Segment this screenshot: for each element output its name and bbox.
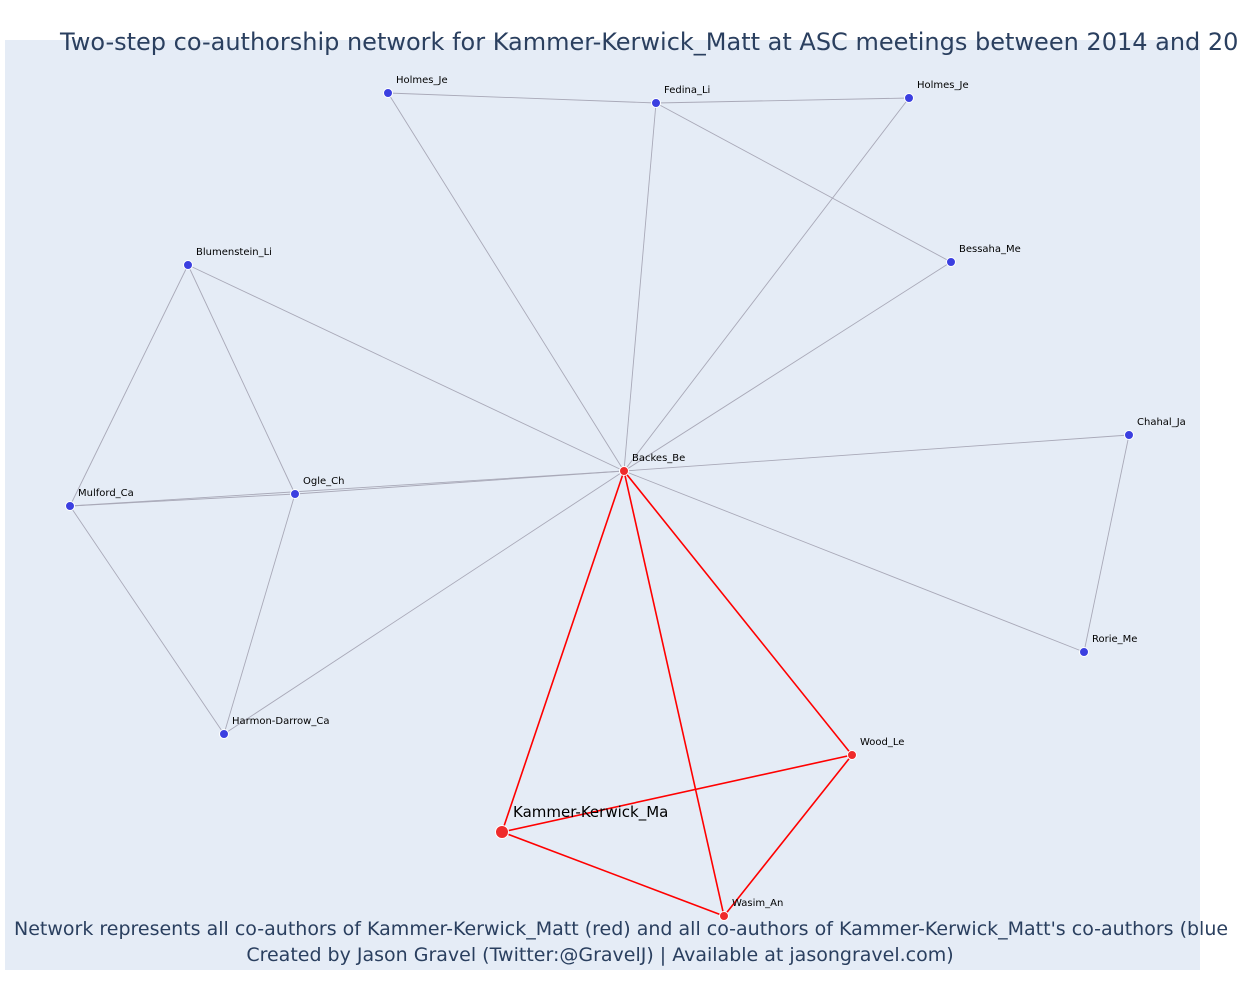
node-label-backes: Backes_Be: [632, 453, 685, 464]
edge-backes-wasim: [623, 470, 725, 917]
plot-background: [5, 40, 1200, 970]
node-marker-rorie[interactable]: [1079, 647, 1089, 657]
node-fedina[interactable]: Fedina_Li: [651, 85, 711, 108]
node-rorie[interactable]: Rorie_Me: [1079, 634, 1138, 657]
edge-fedina-bessaha: [655, 102, 952, 263]
node-wood[interactable]: Wood_Le: [847, 737, 905, 760]
node-harmon[interactable]: Harmon-Darrow_Ca: [219, 716, 330, 739]
node-marker-harmon[interactable]: [219, 729, 229, 739]
node-marker-wood[interactable]: [847, 750, 857, 760]
edge-chahal-rorie: [1083, 434, 1130, 653]
chart-title: Two-step co-authorship network for Kamme…: [60, 28, 1238, 56]
node-label-chahal: Chahal_Ja: [1137, 417, 1186, 428]
node-blumenstein[interactable]: Blumenstein_Li: [183, 247, 272, 270]
node-label-blumenstein: Blumenstein_Li: [196, 247, 272, 258]
node-label-holmes1: Holmes_Je: [396, 75, 448, 86]
edge-fedina-holmes2: [655, 97, 910, 104]
network-graph: Kammer-Kerwick_Ma Backes_BeWood_LeWasim_A…: [65, 75, 1186, 921]
node-marker-wasim[interactable]: [719, 911, 729, 921]
edge-kammer-backes: [501, 470, 625, 833]
node-marker-holmes1[interactable]: [383, 88, 393, 98]
edge-backes-bessaha: [623, 261, 952, 472]
node-marker-fedina[interactable]: [651, 98, 661, 108]
node-bessaha[interactable]: Bessaha_Me: [946, 244, 1021, 267]
node-marker-mulford[interactable]: [65, 501, 75, 511]
node-label-wood: Wood_Le: [860, 737, 904, 748]
edge-backes-mulford: [69, 470, 625, 507]
node-holmes2[interactable]: Holmes_Je: [904, 80, 969, 103]
node-label-holmes2: Holmes_Je: [917, 80, 969, 91]
node-ogle[interactable]: Ogle_Ch: [290, 476, 345, 499]
edge-blumenstein-ogle: [187, 264, 296, 495]
node-label-fedina: Fedina_Li: [664, 85, 710, 96]
node-marker-blumenstein[interactable]: [183, 260, 193, 270]
node-layer: Kammer-Kerwick_Ma Backes_BeWood_LeWasim_A…: [65, 75, 1186, 921]
edge-backes-fedina: [623, 102, 657, 472]
node-label-wasim: Wasim_An: [732, 898, 783, 909]
edge-wood-wasim: [723, 754, 853, 917]
node-label-bessaha: Bessaha_Me: [959, 244, 1021, 255]
edge-backes-holmes1: [387, 92, 625, 472]
edge-kammer-wasim: [501, 831, 725, 917]
node-label-harmon: Harmon-Darrow_Ca: [232, 716, 329, 727]
node-marker-bessaha[interactable]: [946, 257, 956, 267]
edge-ogle-harmon: [223, 493, 296, 735]
node-marker-ogle[interactable]: [290, 489, 300, 499]
edge-backes-harmon: [223, 470, 625, 735]
node-kammer[interactable]: Kammer-Kerwick_Ma: [495, 803, 669, 839]
edge-backes-blumenstein: [187, 264, 625, 472]
caption-line-2: Created by Jason Gravel (Twitter:@Gravel…: [246, 944, 954, 966]
node-mulford[interactable]: Mulford_Ca: [65, 488, 134, 511]
edge-blumenstein-mulford: [69, 264, 189, 507]
node-backes[interactable]: Backes_Be: [619, 453, 686, 476]
edge-backes-rorie: [623, 470, 1085, 653]
node-wasim[interactable]: Wasim_An: [719, 898, 784, 921]
edge-backes-chahal: [623, 434, 1130, 472]
node-label-ogle: Ogle_Ch: [303, 476, 344, 487]
edge-mulford-ogle: [69, 493, 296, 507]
edge-mulford-harmon: [69, 505, 225, 735]
node-marker-chahal[interactable]: [1124, 430, 1134, 440]
node-label-kammer: Kammer-Kerwick_Ma: [513, 803, 668, 822]
node-label-rorie: Rorie_Me: [1092, 634, 1137, 645]
node-marker-kammer[interactable]: [495, 825, 509, 839]
node-label-mulford: Mulford_Ca: [78, 488, 134, 499]
node-chahal[interactable]: Chahal_Ja: [1124, 417, 1186, 440]
edge-kammer-wood: [501, 754, 853, 833]
edge-holmes1-fedina: [387, 92, 657, 104]
edge-backes-wood: [623, 470, 853, 756]
edge-layer: [69, 92, 1130, 917]
node-holmes1[interactable]: Holmes_Je: [383, 75, 448, 98]
node-marker-holmes2[interactable]: [904, 93, 914, 103]
edge-backes-holmes2: [623, 97, 910, 472]
caption-line-1: Network represents all co-authors of Kam…: [14, 918, 1229, 940]
node-marker-backes[interactable]: [619, 466, 629, 476]
